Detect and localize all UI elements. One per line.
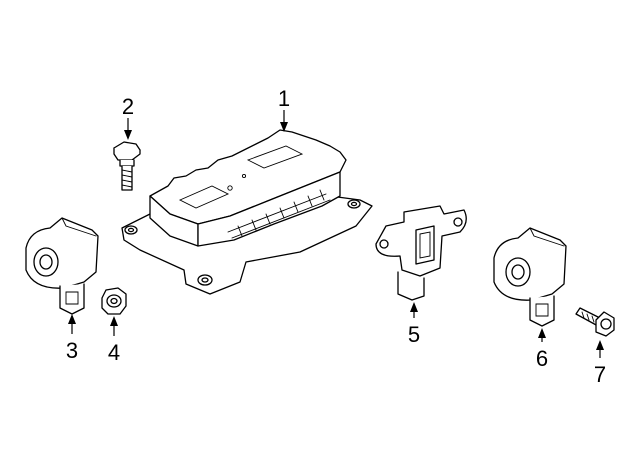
leader-2 (124, 118, 132, 140)
control-module-part (121, 129, 373, 295)
leader-6 (538, 328, 546, 342)
leader-3 (68, 314, 76, 334)
leader-1 (280, 110, 288, 132)
leader-7 (596, 340, 604, 358)
callout-7: 7 (594, 362, 606, 387)
callout-2: 2 (122, 94, 134, 119)
leader-4 (110, 316, 118, 336)
bolt-part (113, 141, 141, 191)
leader-5 (410, 302, 418, 318)
screw-part (575, 307, 615, 337)
nut-part (101, 287, 127, 315)
callout-6: 6 (536, 346, 548, 371)
impact-sensor-right-part (493, 227, 567, 327)
callout-4: 4 (108, 340, 120, 365)
callout-1: 1 (278, 86, 290, 111)
impact-sensor-left-part (25, 217, 99, 315)
callout-3: 3 (66, 338, 78, 363)
callout-5: 5 (408, 322, 420, 347)
center-sensor-part (375, 205, 467, 301)
